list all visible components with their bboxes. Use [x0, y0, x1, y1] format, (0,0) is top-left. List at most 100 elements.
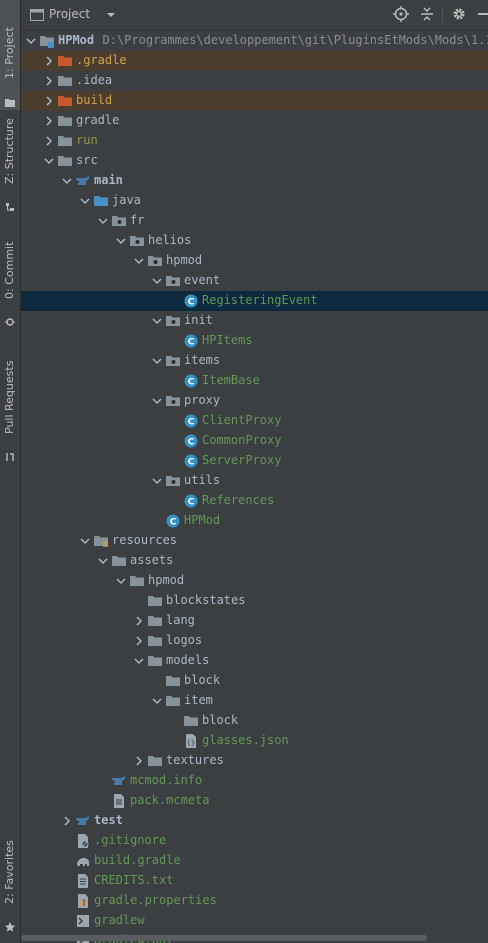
svg-text:C: C: [188, 498, 195, 508]
tree-row[interactable]: gradle: [21, 111, 488, 131]
chevron-right-icon[interactable]: [43, 115, 55, 127]
chevron-down-icon[interactable]: [97, 555, 109, 567]
collapse-all-icon[interactable]: [419, 6, 435, 22]
chevron-right-icon[interactable]: [133, 635, 145, 647]
chevron-down-icon[interactable]: [79, 535, 91, 547]
tab-pull-requests-label: Pull Requests: [3, 360, 16, 434]
tab-project[interactable]: 1: Project: [0, 0, 20, 110]
chevron-down-icon[interactable]: [151, 315, 163, 327]
chevron-right-icon[interactable]: [43, 135, 55, 147]
tree-item-label: main: [94, 173, 123, 187]
chevron-down-icon[interactable]: [115, 235, 127, 247]
tree-row[interactable]: block: [21, 711, 488, 731]
tree-row[interactable]: helios: [21, 231, 488, 251]
chevron-down-icon[interactable]: [151, 475, 163, 487]
tree-row[interactable]: main: [21, 171, 488, 191]
chevron-down-icon[interactable]: [151, 275, 163, 287]
tree-row[interactable]: lang: [21, 611, 488, 631]
tree-row[interactable]: .gradle: [21, 51, 488, 71]
chevron-right-icon[interactable]: [133, 755, 145, 767]
chevron-down-icon[interactable]: [61, 175, 73, 187]
tree-row[interactable]: models: [21, 651, 488, 671]
module-icon: [40, 36, 54, 48]
chevron-down-icon[interactable]: [115, 575, 127, 587]
chevron-right-icon[interactable]: [43, 55, 55, 67]
chevron-down-icon[interactable]: [79, 195, 91, 207]
tree-row[interactable]: gradle.properties: [21, 891, 488, 911]
chevron-right-icon[interactable]: [61, 815, 73, 827]
chevron-down-icon[interactable]: [151, 355, 163, 367]
tree-row[interactable]: .gitignore: [21, 831, 488, 851]
tree-row[interactable]: hpmod: [21, 571, 488, 591]
tree-row[interactable]: C References: [21, 491, 488, 511]
tree-row[interactable]: init: [21, 311, 488, 331]
tree-row[interactable]: .idea: [21, 71, 488, 91]
tree-item-label: ClientProxy: [202, 413, 282, 427]
tree-row[interactable]: blockstates: [21, 591, 488, 611]
tree-row[interactable]: gradlew: [21, 911, 488, 931]
tree-row[interactable]: textures: [21, 751, 488, 771]
project-view-title[interactable]: Project: [49, 7, 91, 21]
chevron-right-icon[interactable]: [133, 615, 145, 627]
tree-row[interactable]: test: [21, 811, 488, 831]
tab-commit-label: 0: Commit: [3, 241, 16, 299]
tree-row[interactable]: java: [21, 191, 488, 211]
tree-row[interactable]: pack.mcmeta: [21, 791, 488, 811]
folder-icon: [148, 596, 162, 606]
tree-item-label: logos: [166, 633, 203, 647]
tree-row[interactable]: resources: [21, 531, 488, 551]
chevron-down-icon[interactable]: [151, 395, 163, 407]
tree-row[interactable]: assets: [21, 551, 488, 571]
tree-item-label: blockstates: [166, 593, 246, 607]
chevron-right-icon[interactable]: [43, 95, 55, 107]
chevron-down-icon[interactable]: [43, 155, 55, 167]
chevron-down-icon[interactable]: [97, 215, 109, 227]
tab-pull-requests[interactable]: Pull Requests: [0, 345, 20, 465]
tree-row[interactable]: proxy: [21, 391, 488, 411]
tree-row[interactable]: hpmod: [21, 251, 488, 271]
tab-structure[interactable]: Z: Structure: [0, 115, 20, 215]
tree-item-label: References: [202, 493, 275, 507]
locate-icon[interactable]: [393, 6, 409, 22]
horizontal-scrollbar[interactable]: [21, 935, 427, 941]
tree-row[interactable]: CREDITS.txt: [21, 871, 488, 891]
tree-row[interactable]: utils: [21, 471, 488, 491]
tab-favorites[interactable]: 2: Favorites: [0, 820, 20, 935]
pull-request-icon: [6, 453, 14, 461]
tree-row[interactable]: event: [21, 271, 488, 291]
hide-icon[interactable]: [476, 6, 488, 22]
tree-row[interactable]: build: [21, 91, 488, 111]
tree-item-label: mcmod.info: [130, 773, 203, 787]
tree-row[interactable]: items: [21, 351, 488, 371]
chevron-right-icon[interactable]: [43, 75, 55, 87]
tree-row[interactable]: logos: [21, 631, 488, 651]
tree-row[interactable]: {}glasses.json: [21, 731, 488, 751]
chevron-down-icon[interactable]: [105, 8, 117, 22]
tree-item-label: hpmod: [166, 253, 203, 267]
tree-item-label: items: [184, 353, 221, 367]
folder-icon: [148, 756, 162, 766]
tree-row[interactable]: src: [21, 151, 488, 171]
tab-commit[interactable]: 0: Commit: [0, 240, 20, 330]
tree-row[interactable]: build.gradle: [21, 851, 488, 871]
tree-row[interactable]: mcmod.info: [21, 771, 488, 791]
chevron-down-icon[interactable]: [133, 655, 145, 667]
svg-text:C: C: [188, 378, 195, 388]
tree-row[interactable]: item: [21, 691, 488, 711]
tree-row[interactable]: fr: [21, 211, 488, 231]
chevron-down-icon[interactable]: [25, 35, 37, 47]
settings-icon[interactable]: [451, 6, 467, 22]
tree-row[interactable]: run: [21, 131, 488, 151]
tree-row[interactable]: block: [21, 671, 488, 691]
chevron-down-icon[interactable]: [133, 255, 145, 267]
chevron-down-icon[interactable]: [151, 695, 163, 707]
